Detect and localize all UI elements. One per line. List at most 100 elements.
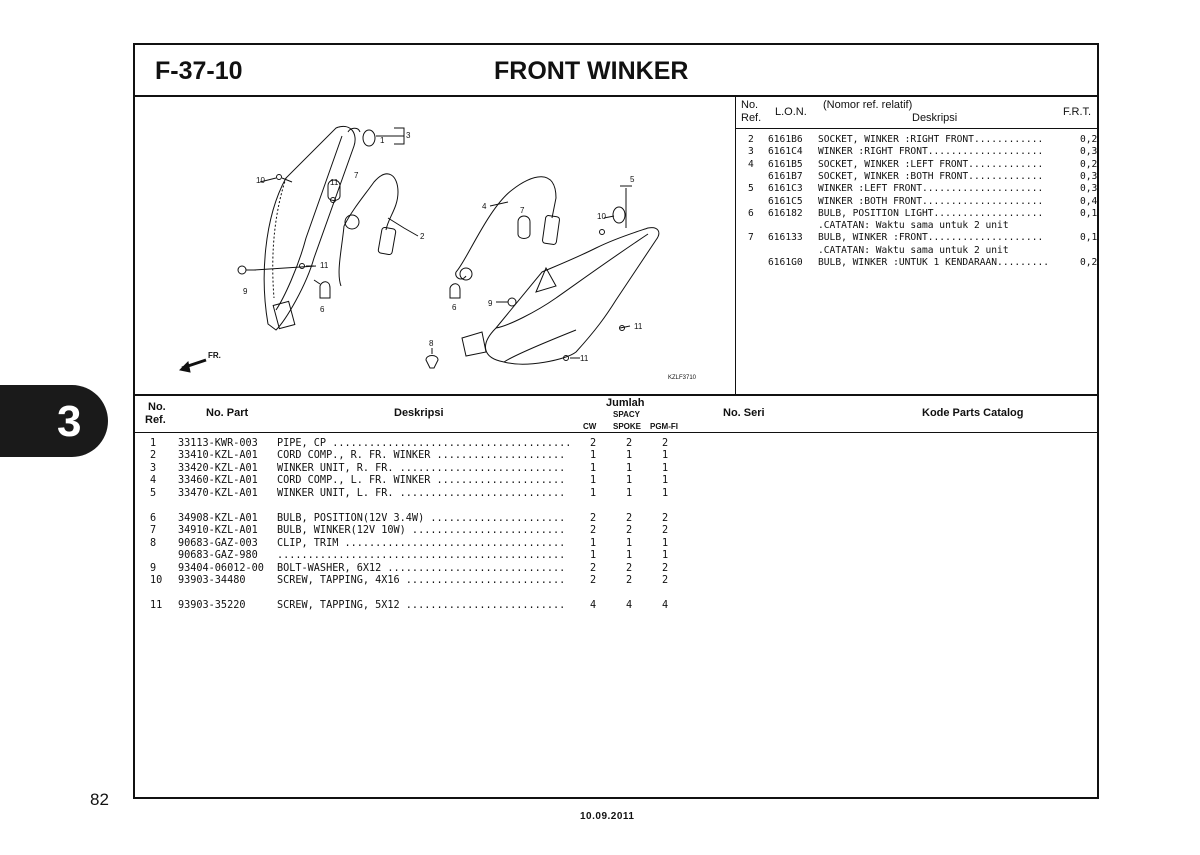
part-desc: CLIP, TRIM .............................…	[277, 537, 566, 549]
callout-3: 3	[406, 131, 411, 140]
qty-pgmfi: 1	[662, 550, 669, 562]
part-ref: 9	[150, 562, 157, 574]
callout-6a: 6	[320, 305, 325, 314]
parts-head-ref: Ref.	[145, 414, 166, 426]
part-number: 33460-KZL-A01	[178, 475, 258, 487]
qty-pgmfi: 2	[662, 575, 669, 586]
lon-ref: 2	[748, 134, 754, 145]
part-number: 33410-KZL-A01	[178, 450, 258, 462]
section-code: F-37-10	[155, 57, 243, 85]
diagram-divider	[133, 394, 1099, 396]
qty-spoke: 1	[626, 537, 633, 549]
lon-divider	[735, 96, 736, 394]
part-number: 93404-06012-00	[178, 562, 264, 574]
callout-4: 4	[482, 202, 487, 211]
lon-head-deskripsi: Deskripsi	[912, 112, 958, 124]
lon-code: 6161B5	[768, 158, 803, 170]
callout-11a: 11	[330, 178, 339, 187]
part-desc: CORD COMP., L. FR. WINKER ..............…	[277, 475, 566, 487]
part-number: 93903-34480	[178, 575, 246, 586]
qty-pgmfi: 2	[662, 513, 669, 524]
part-desc: WINKER UNIT, R. FR. ....................…	[277, 462, 566, 474]
lon-code: 6161B7	[768, 170, 803, 182]
parts-head-divider	[133, 432, 1099, 433]
parts-head-spacy: SPACY	[613, 410, 640, 419]
part-ref: 6	[150, 513, 157, 524]
callout-1: 1	[380, 136, 385, 145]
lon-code: 616182	[768, 207, 803, 219]
lon-desc: BULB, WINKER :UNTUK 1 KENDARAAN.........	[818, 257, 1050, 268]
parts-head-cw: CW	[583, 422, 597, 431]
left-cord	[455, 176, 557, 273]
qty-cw: 1	[590, 462, 597, 474]
qty-spoke: 1	[626, 475, 633, 487]
part-desc: PIPE, CP ...............................…	[277, 438, 572, 449]
lon-frt: 0,1	[1080, 232, 1098, 244]
part-number: 93903-35220	[178, 600, 246, 612]
part-number: 34908-KZL-A01	[178, 513, 258, 524]
callout-7a: 7	[354, 171, 359, 180]
page-title: FRONT WINKER	[494, 57, 689, 85]
part-number: 90683-GAZ-980	[178, 550, 258, 562]
callout-11d: 11	[580, 354, 589, 363]
callout-11c: 11	[634, 322, 643, 331]
right-winker-lens	[272, 177, 287, 299]
lon-code: 6161G0	[768, 257, 803, 268]
part-ref: 4	[150, 475, 157, 487]
qty-cw: 1	[590, 475, 597, 487]
lon-desc: .CATATAN: Waktu sama untuk 2 unit	[818, 244, 1009, 256]
lon-head-frt: F.R.T.	[1063, 106, 1092, 118]
part-number: 33470-KZL-A01	[178, 487, 258, 499]
qty-cw: 2	[590, 513, 597, 524]
qty-pgmfi: 1	[662, 462, 669, 474]
part-number: 90683-GAZ-003	[178, 537, 258, 549]
front-direction-label: FR.	[208, 351, 221, 360]
part-desc: SCREW, TAPPING, 5X12 ...................…	[277, 600, 566, 612]
qty-spoke: 1	[626, 487, 633, 499]
part-ref: 5	[150, 487, 157, 499]
lon-ref: 7	[748, 232, 754, 244]
part-ref: 2	[150, 450, 157, 462]
parts-head-pgmfi: PGM-FI	[650, 422, 678, 431]
qty-cw: 1	[590, 550, 597, 562]
lon-frt: 0,3	[1080, 146, 1098, 158]
lon-desc: SOCKET, WINKER :BOTH FRONT.............	[818, 170, 1044, 182]
lon-desc: WINKER :RIGHT FRONT....................	[818, 146, 1044, 158]
qty-pgmfi: 1	[662, 450, 669, 462]
lon-head-divider	[736, 128, 1099, 129]
lon-head-ref: Ref.	[741, 112, 762, 124]
part-desc: WINKER UNIT, L. FR. ....................…	[277, 487, 566, 499]
lon-frt: 0,3	[1080, 170, 1098, 182]
parts-head-no: No.	[148, 401, 166, 413]
qty-pgmfi: 2	[662, 562, 669, 574]
section-tab-number: 3	[57, 397, 82, 446]
part-desc: BULB, POSITION(12V 3.4W) ...............…	[277, 513, 566, 524]
qty-cw: 1	[590, 450, 597, 462]
header-divider	[133, 95, 1099, 97]
part-ref: 1	[150, 438, 157, 449]
qty-pgmfi: 4	[662, 600, 669, 612]
callout-7b: 7	[520, 206, 525, 215]
qty-spoke: 1	[626, 462, 633, 474]
lon-head-no: No.	[741, 99, 759, 111]
lon-frt: 0,1	[1080, 207, 1098, 219]
qty-spoke: 2	[626, 562, 633, 574]
parts-head-no-part: No. Part	[206, 407, 249, 419]
lon-ref: 3	[748, 146, 754, 158]
lon-code: 616133	[768, 232, 803, 244]
qty-pgmfi: 2	[662, 438, 669, 449]
qty-spoke: 4	[626, 600, 633, 612]
callout-2: 2	[420, 232, 425, 241]
qty-spoke: 1	[626, 450, 633, 462]
qty-cw: 4	[590, 600, 597, 612]
lon-code: 6161C4	[768, 146, 803, 158]
callout-8: 8	[429, 339, 434, 348]
qty-cw: 2	[590, 525, 597, 537]
lon-desc: .CATATAN: Waktu sama untuk 2 unit	[818, 220, 1009, 232]
part-ref: 10	[150, 575, 163, 586]
